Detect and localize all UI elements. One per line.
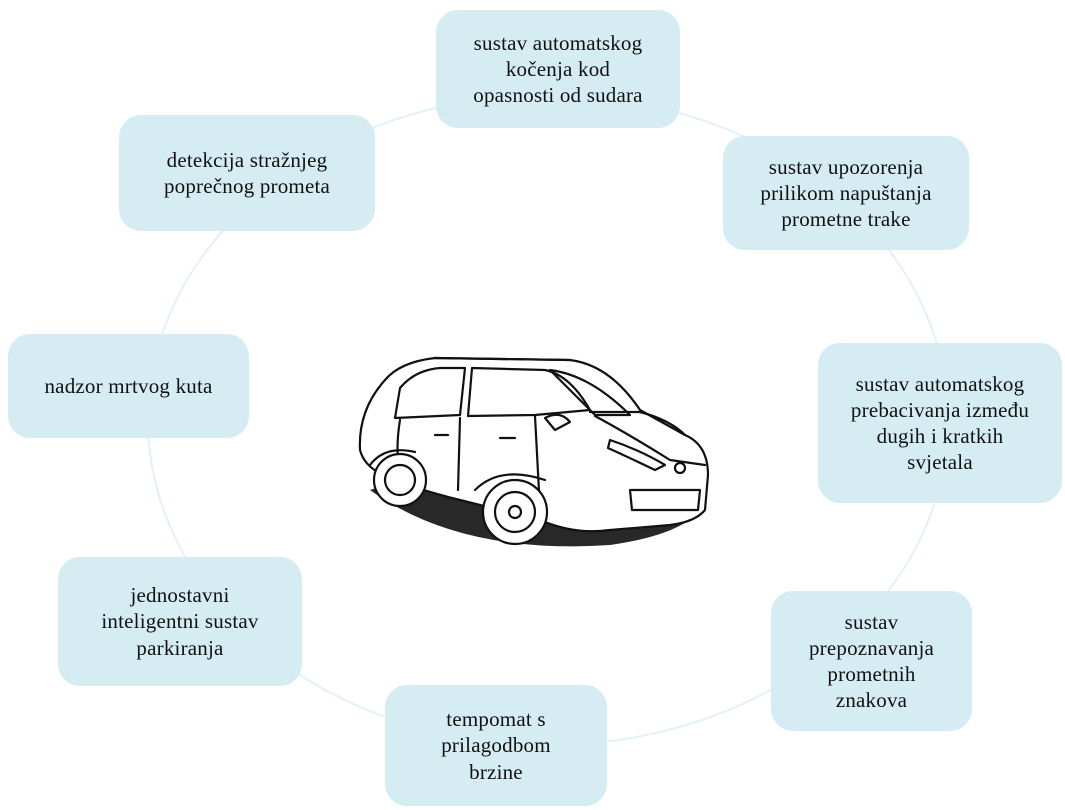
car-icon — [358, 356, 710, 547]
diagram-node-intelligent-parking: jednostavni inteligentni sustav parkiran… — [58, 557, 302, 686]
diagram-node-automatic-high-beam: sustav automatskog prebacivanja između d… — [818, 343, 1062, 503]
diagram-node-rear-cross-traffic: detekcija stražnjeg poprečnog prometa — [119, 115, 375, 231]
diagram-node-lane-departure-warning: sustav upozorenja prilikom napuštanja pr… — [723, 136, 969, 250]
diagram-node-traffic-sign-recognition: sustav prepoznavanja prometnih znakova — [771, 591, 972, 731]
diagram-node-automatic-braking: sustav automatskog kočenja kod opasnosti… — [436, 10, 680, 128]
diagram-node-blind-spot-monitoring: nadzor mrtvog kuta — [8, 334, 249, 438]
diagram-node-adaptive-cruise-control: tempomat s prilagodbom brzine — [385, 685, 607, 806]
